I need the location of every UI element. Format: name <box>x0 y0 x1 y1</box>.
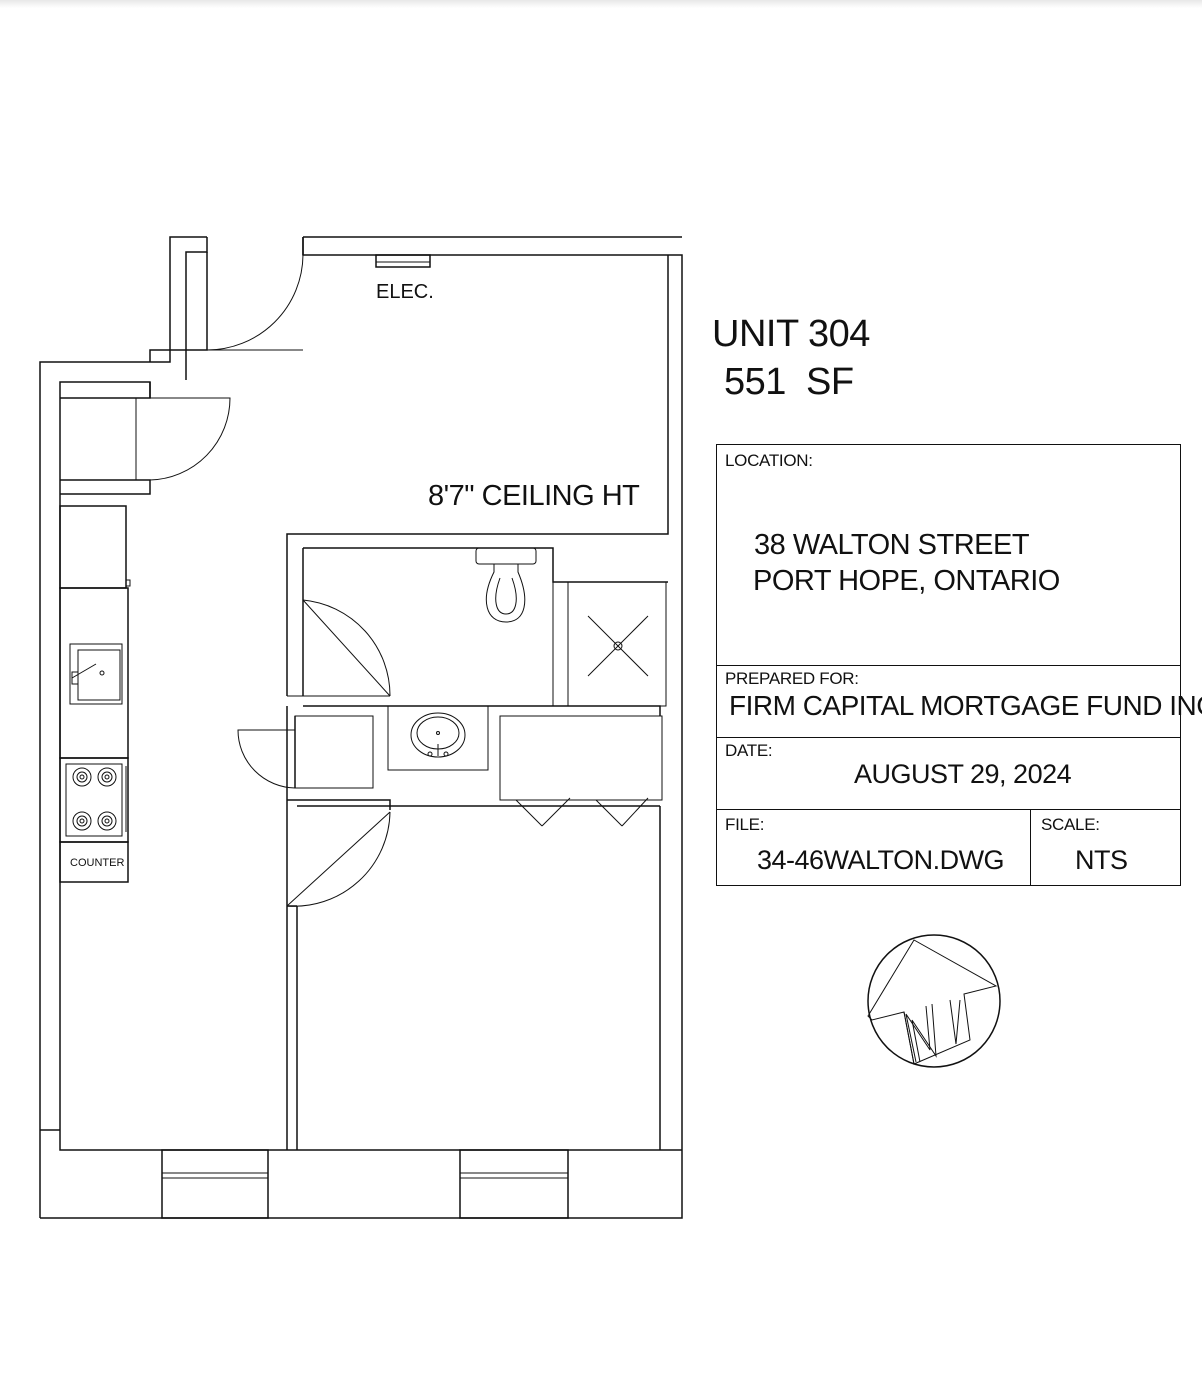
exterior-walls <box>39 236 683 1219</box>
stove-icon <box>65 763 127 837</box>
scale-label: SCALE: <box>1041 815 1100 834</box>
entry-closet <box>60 382 231 495</box>
prepared-for-value: FIRM CAPITAL MORTGAGE FUND INC <box>729 690 1202 721</box>
counter-label: COUNTER <box>70 857 124 869</box>
address-line2: PORT HOPE, ONTARIO <box>753 565 1060 597</box>
hall-closet <box>237 706 374 806</box>
bedroom-walls <box>286 799 661 1150</box>
file-value: 34-46WALTON.DWG <box>757 845 1005 875</box>
unit-title: UNIT 304 <box>712 313 870 355</box>
bathroom-door <box>302 599 391 697</box>
bathroom-walls <box>286 581 667 716</box>
location-label: LOCATION: <box>725 451 813 470</box>
kitchen-sink-icon <box>69 643 123 705</box>
elec-label: ELEC. <box>376 281 434 303</box>
windows <box>59 1130 682 1219</box>
address-line1: 38 WALTON STREET <box>754 529 1030 561</box>
divider-prepared <box>717 665 1180 666</box>
bedroom-closet <box>499 715 663 827</box>
vanity-icon <box>387 705 489 771</box>
divider-date <box>717 737 1180 738</box>
divider-file <box>717 809 1180 810</box>
shower-icon <box>587 615 649 677</box>
top-edge-shadow <box>0 0 1202 8</box>
electrical-panel <box>375 254 431 268</box>
prepared-for-label: PREPARED FOR: <box>725 669 859 688</box>
scale-value: NTS <box>1075 845 1128 875</box>
date-label: DATE: <box>725 741 773 760</box>
unit-area: 551 SF <box>724 361 854 403</box>
divider-file-scale <box>1030 809 1031 885</box>
toilet-icon <box>475 547 537 623</box>
date-value: AUGUST 29, 2024 <box>854 759 1072 789</box>
title-block: LOCATION: 38 WALTON STREET PORT HOPE, ON… <box>716 444 1202 886</box>
north-arrow-icon <box>867 934 1001 1068</box>
kitchen-counter <box>59 505 131 883</box>
entry-door <box>206 237 304 351</box>
ceiling-height-label: 8'7" CEILING HT <box>428 480 640 512</box>
file-label: FILE: <box>725 815 765 834</box>
